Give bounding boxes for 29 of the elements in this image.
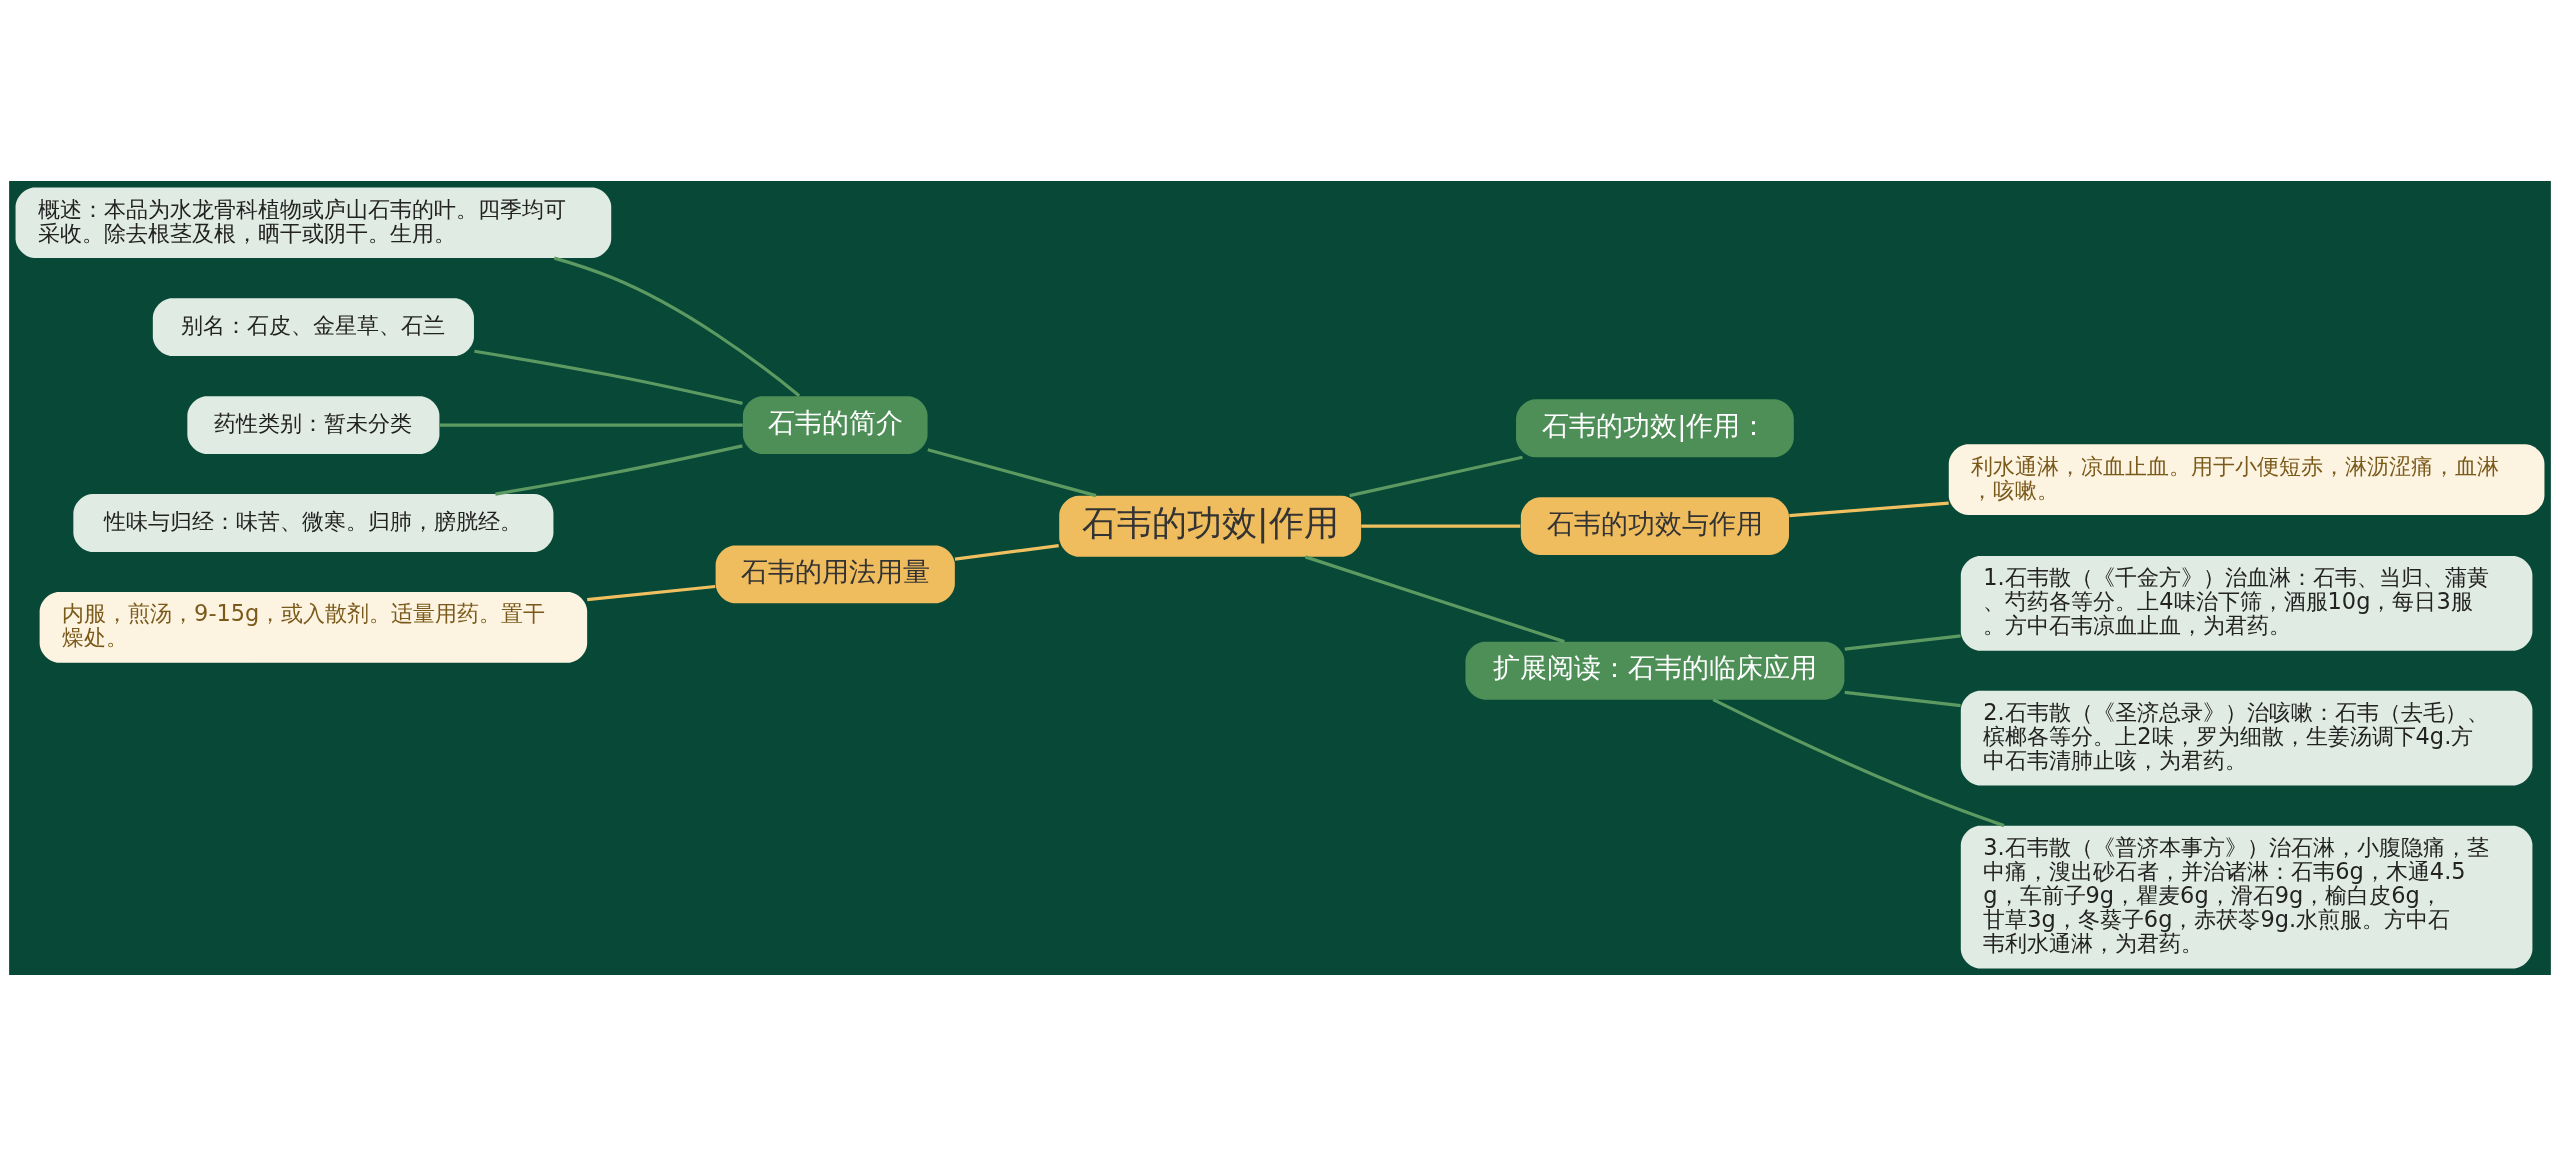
node-box: 3.石韦散（《普济本事方》）治石淋，小腹隐痛，茎中痛，溲出砂石者，并治诸淋：石韦6g，木通4.5g，车前子9g，瞿麦6g，滑石9g，榆白皮6g，甘草3g，冬葵子6g，赤茯苓9g.水煎服。方中石韦利水通淋，为君药。 <box>1960 825 2533 969</box>
node-box: 石韦的用法用量 <box>715 545 955 603</box>
connector <box>439 422 743 427</box>
connector <box>1712 697 2005 827</box>
connector <box>587 584 716 601</box>
connector <box>474 349 743 405</box>
connector <box>1844 690 1961 707</box>
node-box: 药性类别：暂未分类 <box>187 395 440 454</box>
node-box: 性味与归经：味苦、微寒。归肺，膀胱经。 <box>73 493 554 552</box>
node-box: 扩展阅读：石韦的临床应用 <box>1465 641 1845 700</box>
node-box: 利水通淋，凉血止血。用于小便短赤，淋沥涩痛，血淋，咳嗽。 <box>1948 443 2545 515</box>
connector <box>1349 455 1523 497</box>
node-box: 别名：石皮、金星草、石兰 <box>152 297 474 356</box>
connector <box>954 543 1059 561</box>
connector <box>495 443 743 496</box>
node-box: 1.石韦散（《千金方》）治血淋：石韦、当归、蒲黄、芍药各等分。上4味治下筛，酒服10g，每日3服。方中石韦凉血止血，为君药。 <box>1960 555 2533 651</box>
connector <box>1789 501 1949 517</box>
connector <box>1304 554 1565 643</box>
node-box: 石韦的功效与作用 <box>1520 496 1789 555</box>
node-box: 石韦的功效|作用 <box>1059 495 1362 557</box>
connector <box>927 447 1097 497</box>
connector <box>1844 633 1961 651</box>
node-box: 概述：本品为水龙骨科植物或庐山石韦的叶。四季均可采收。除去根茎及根，晒干或阴干。生用。 <box>15 186 612 258</box>
connector <box>1361 524 1521 528</box>
node-box: 2.石韦散（《圣济总录》）治咳嗽：石韦（去毛）、槟榔各等分。上2味，罗为细散，生姜汤调下4g.方中石韦清肺止咳，为君药。 <box>1960 690 2533 786</box>
node-box: 石韦的简介 <box>742 395 928 454</box>
node-box: 石韦的功效|作用： <box>1516 398 1794 457</box>
connector <box>553 256 801 397</box>
node-box: 内服，煎汤，9-15g，或入散剂。适量用药。置干燥处。 <box>39 591 588 663</box>
